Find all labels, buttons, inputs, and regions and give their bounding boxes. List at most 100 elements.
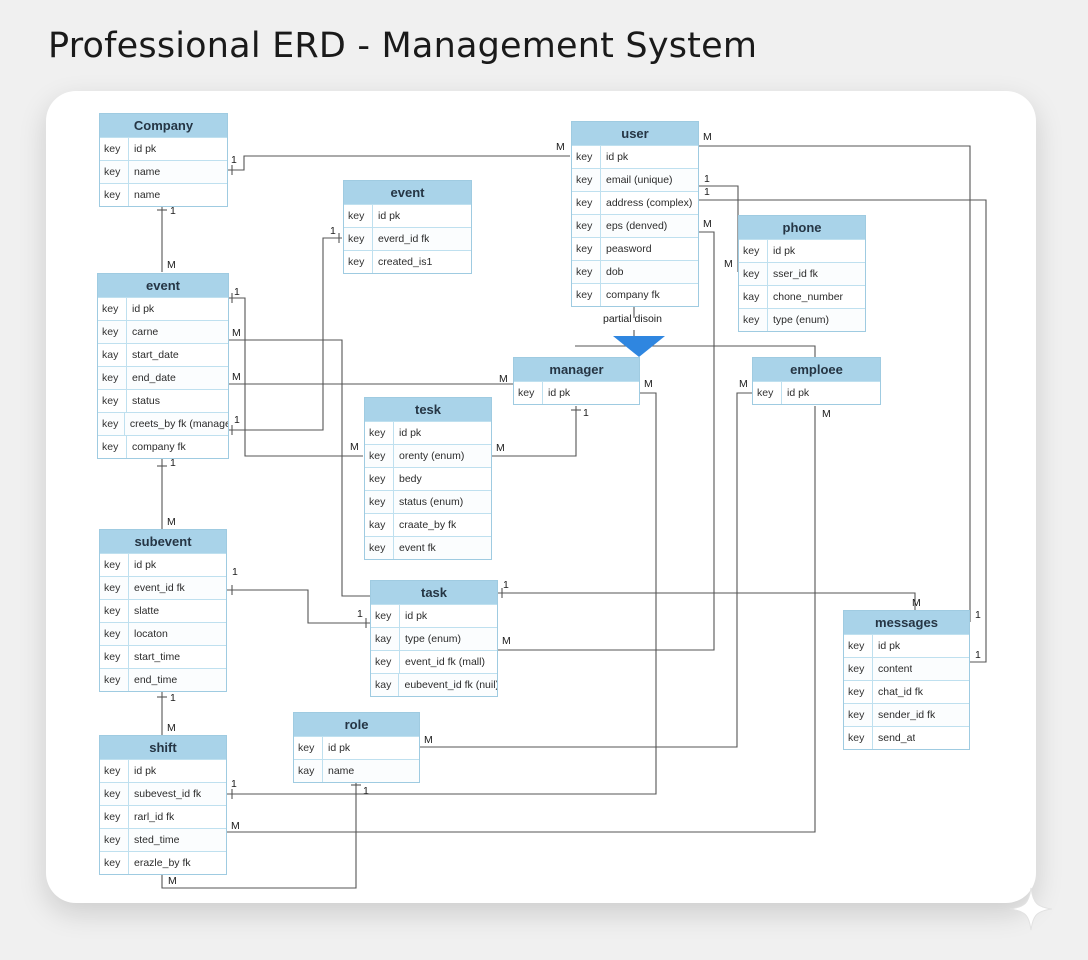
attribute-key: key [344,228,373,250]
attribute-name: id pk [606,151,629,163]
cardinality-label: M [703,218,712,230]
entity-attribute-row: key slatte [100,599,226,622]
attribute-key: key [98,390,127,412]
cardinality-label: M [232,371,241,383]
attribute-name: end_time [134,674,178,686]
attribute-key: key [98,298,127,320]
attribute-key: key [98,321,127,343]
attribute-key: key [753,382,782,404]
inheritance-label: partial disoin [603,313,662,325]
attribute-name: slatte [134,605,160,617]
cardinality-label: M [167,516,176,528]
attribute-key: key [572,238,601,260]
attribute-name: created_is1 [378,256,433,268]
cardinality-label: M [644,378,653,390]
cardinality-label: 1 [704,173,710,185]
attribute-name: status (enum) [399,496,464,508]
entity-attribute-row: key id pk [753,381,880,404]
attribute-name: peasword [606,243,652,255]
attribute-key: key [514,382,543,404]
cardinality-label: 1 [330,225,336,237]
attribute-key: key [100,669,129,691]
cardinality-label: M [232,327,241,339]
attribute-key: key [365,422,394,444]
attribute-key: key [572,146,601,168]
cardinality-label: 1 [170,457,176,469]
attribute-key: key [98,436,127,458]
attribute-name: email (unique) [606,174,673,186]
attribute-key: key [365,491,394,513]
attribute-key: key [100,184,129,206]
attribute-key: key [100,161,129,183]
attribute-name: sender_id fk [878,709,936,721]
cardinality-label: 1 [234,286,240,298]
entity-attribute-row: key created_is1 [344,250,471,273]
entity-title: subevent [100,530,226,553]
cardinality-label: M [502,635,511,647]
attribute-name: start_date [132,349,179,361]
entity-title: phone [739,216,865,239]
cardinality-label: 1 [170,692,176,704]
cardinality-label: M [499,373,508,385]
attribute-key: key [100,760,129,782]
entity-title: user [572,122,698,145]
attribute-name: id pk [134,143,157,155]
attribute-name: address (complex) [606,197,693,209]
attribute-key: key [739,240,768,262]
attribute-name: eubevent_id fk (nuil) [404,679,497,691]
cardinality-label: 1 [583,407,589,419]
cardinality-label: M [496,442,505,454]
attribute-key: key [371,605,400,627]
attribute-key: kay [365,514,394,536]
cardinality-label: 1 [231,778,237,790]
attribute-key: key [100,600,129,622]
attribute-key: key [344,251,373,273]
attribute-name: id pk [787,387,810,399]
attribute-name: name [134,189,161,201]
attribute-key: key [344,205,373,227]
attribute-name: id pk [328,742,351,754]
attribute-key: key [100,138,129,160]
cardinality-label: 1 [503,579,509,591]
cardinality-label: M [350,441,359,453]
attribute-name: end_date [132,372,176,384]
entity-title: event [98,274,228,297]
attribute-key: kay [371,628,400,650]
cardinality-label: M [556,141,565,153]
attribute-key: key [100,646,129,668]
cardinality-label: 1 [232,566,238,578]
attribute-name: eps (denved) [606,220,668,232]
attribute-name: type (enum) [405,633,462,645]
